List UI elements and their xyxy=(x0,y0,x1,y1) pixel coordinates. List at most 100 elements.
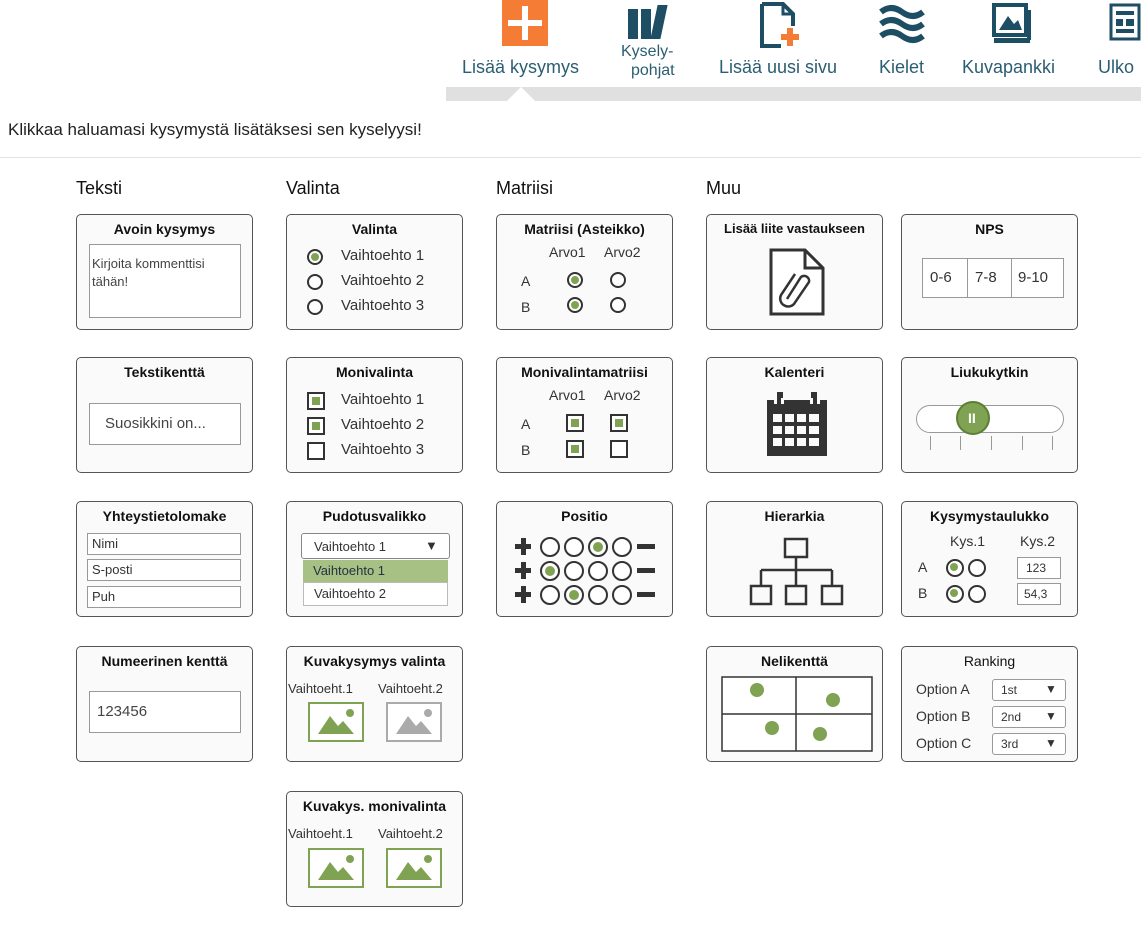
card-title: Positio xyxy=(561,508,608,524)
image-option-label: Vaihtoeht.1 xyxy=(288,826,353,841)
ranking-select: 2nd▼ xyxy=(992,706,1066,728)
slider-ticks xyxy=(930,436,1058,456)
card-title: Monivalintamatriisi xyxy=(521,364,648,380)
chevron-down-icon: ▼ xyxy=(1045,682,1057,696)
table-row-label: A xyxy=(918,559,928,575)
card-image-multi[interactable]: Kuvakys. monivalinta Vaihtoeht.1 Vaihtoe… xyxy=(286,791,463,907)
card-image-choice[interactable]: Kuvakysymys valinta Vaihtoeht.1 Vaihtoeh… xyxy=(286,646,463,762)
waves-icon[interactable] xyxy=(879,4,925,44)
image-bank-icon[interactable] xyxy=(991,2,1033,46)
column-heading-choice: Valinta xyxy=(286,178,340,198)
card-title: Kuvakys. monivalinta xyxy=(302,798,447,814)
card-slider[interactable]: Liukukytkin II xyxy=(901,357,1078,473)
quadrant-icon xyxy=(721,676,873,752)
plus-icon[interactable] xyxy=(502,0,548,46)
matrix-column-label: Arvo1 xyxy=(549,244,586,260)
checkbox xyxy=(610,440,628,458)
add-page-button[interactable]: Lisää uusi sivu xyxy=(719,57,838,77)
matrix-row-label: A xyxy=(521,416,531,432)
ranking-select-value: 1st xyxy=(1001,683,1018,697)
radio-selected xyxy=(567,297,583,313)
card-attachment[interactable]: Lisää liite vastaukseen xyxy=(706,214,883,330)
add-question-button[interactable]: Lisää kysymys xyxy=(462,57,580,77)
table-cell-value: 123 xyxy=(1026,561,1047,575)
layout-icon[interactable] xyxy=(1108,2,1141,42)
text-field-value: Suosikkini on... xyxy=(105,415,206,432)
languages-button[interactable]: Kielet xyxy=(879,57,925,77)
card-position[interactable]: Positio xyxy=(496,501,673,617)
contact-field-label: S-posti xyxy=(92,562,133,577)
text-field-preview: Suosikkini on... xyxy=(89,403,241,445)
numeric-field-preview: 123456 xyxy=(89,691,241,733)
dropdown-option-highlighted: Vaihtoehto 1 xyxy=(303,560,448,582)
layout-button[interactable]: Ulko xyxy=(1098,57,1135,77)
card-multi-choice[interactable]: Monivalinta Vaihtoehto 1 Vaihtoehto 2 Va… xyxy=(286,357,463,473)
column-heading-matrix: Matriisi xyxy=(496,178,553,198)
card-question-table[interactable]: Kysymystaulukko Kys.1 Kys.2 A B 123 54,3 xyxy=(901,501,1078,617)
chevron-down-icon: ▼ xyxy=(1045,709,1057,723)
card-quadrant[interactable]: Nelikenttä xyxy=(706,646,883,762)
divider xyxy=(1011,259,1012,297)
image-icon xyxy=(308,848,364,888)
card-title: Lisää liite vastaukseen xyxy=(724,221,865,236)
image-icon xyxy=(386,702,442,742)
checkbox-checked xyxy=(566,440,584,458)
card-hierarchy[interactable]: Hierarkia xyxy=(706,501,883,617)
card-numeric-field[interactable]: Numeerinen kenttä 123456 xyxy=(76,646,253,762)
nps-scale: 0-6 7-8 9-10 xyxy=(922,258,1064,298)
card-single-choice[interactable]: Valinta Vaihtoehto 1 Vaihtoehto 2 Vaihto… xyxy=(286,214,463,330)
card-multi-matrix[interactable]: Monivalintamatriisi Arvo1 Arvo2 A B xyxy=(496,357,673,473)
books-icon[interactable] xyxy=(628,5,672,39)
hint-text: Klikkaa haluamasi kysymystä lisätäksesi … xyxy=(8,120,422,139)
card-ranking[interactable]: Ranking Option A Option B Option C 1st▼ … xyxy=(901,646,1078,762)
templates-button-line1[interactable]: Kysely- xyxy=(621,43,674,60)
ranking-option-label: Option B xyxy=(916,708,971,724)
card-text-field[interactable]: Tekstikenttä Suosikkini on... xyxy=(76,357,253,473)
dropdown-select: Vaihtoehto 1 ▼ xyxy=(301,533,450,559)
attachment-icon xyxy=(769,248,825,316)
ranking-option-label: Option C xyxy=(916,735,972,751)
checkbox-checked xyxy=(566,414,584,432)
card-contact-form[interactable]: Yhteystietolomake Nimi S-posti Puh xyxy=(76,501,253,617)
card-title: Kuvakysymys valinta xyxy=(303,653,446,669)
image-bank-button[interactable]: Kuvapankki xyxy=(962,57,1056,77)
image-option-label: Vaihtoeht.2 xyxy=(378,826,443,841)
dropdown-selected: Vaihtoehto 1 xyxy=(314,539,387,554)
radio-selected xyxy=(946,559,964,577)
image-icon xyxy=(386,848,442,888)
matrix-row-label: A xyxy=(521,273,531,289)
templates-button-line2[interactable]: pohjat xyxy=(631,62,675,79)
card-title: Ranking xyxy=(963,653,1016,669)
card-calendar[interactable]: Kalenteri xyxy=(706,357,883,473)
radio xyxy=(307,274,323,290)
hierarchy-icon xyxy=(749,537,844,606)
card-matrix-scale[interactable]: Matriisi (Asteikko) Arvo1 Arvo2 A B xyxy=(496,214,673,330)
divider xyxy=(967,259,968,297)
checkbox-checked xyxy=(307,417,325,435)
image-icon xyxy=(308,702,364,742)
option-label: Vaihtoehto 1 xyxy=(341,247,425,264)
add-page-icon[interactable] xyxy=(759,2,803,48)
card-open-question[interactable]: Avoin kysymys Kirjoita kommenttisi tähän… xyxy=(76,214,253,330)
card-nps[interactable]: NPS 0-6 7-8 9-10 xyxy=(901,214,1078,330)
hint-bar: Klikkaa haluamasi kysymystä lisätäksesi … xyxy=(0,101,1141,158)
option-label: Vaihtoehto 3 xyxy=(341,297,425,314)
card-dropdown[interactable]: Pudotusvalikko Vaihtoehto 1 ▼ Vaihtoehto… xyxy=(286,501,463,617)
chevron-down-icon: ▼ xyxy=(425,538,438,553)
card-title: Liukukytkin xyxy=(950,364,1029,380)
radio xyxy=(610,272,626,288)
tab-pointer xyxy=(507,87,535,101)
slider-handle: II xyxy=(956,401,990,435)
dropdown-option-label: Vaihtoehto 2 xyxy=(314,586,387,601)
card-title: Kalenteri xyxy=(764,364,825,380)
contact-field-label: Puh xyxy=(92,589,116,604)
option-label: Vaihtoehto 3 xyxy=(341,441,425,458)
nps-bucket: 7-8 xyxy=(975,269,997,286)
checkbox xyxy=(307,442,325,460)
card-title: Kysymystaulukko xyxy=(929,508,1050,524)
card-title: Valinta xyxy=(351,221,398,237)
calendar-icon xyxy=(767,392,827,456)
chevron-down-icon: ▼ xyxy=(1045,736,1057,750)
option-label: Vaihtoehto 1 xyxy=(341,391,425,408)
toolbar-divider xyxy=(446,87,1141,101)
